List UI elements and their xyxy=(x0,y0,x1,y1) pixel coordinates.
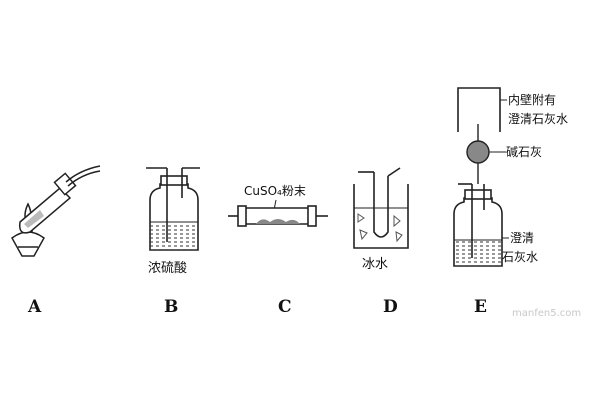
label-E-bottle-1: 澄清 xyxy=(510,230,534,245)
label-C-reagent: CuSO₄粉末 xyxy=(244,184,306,198)
apparatus-E: 内壁附有 澄清石灰水 碱石灰 澄清 石灰水 E xyxy=(453,87,568,317)
label-E-tube: 碱石灰 xyxy=(506,145,542,159)
u-tube-D xyxy=(358,167,401,238)
label-E-beaker-2: 澄清石灰水 xyxy=(508,111,568,126)
soda-lime-tube-E xyxy=(466,124,490,184)
label-D-reagent: 冰水 xyxy=(362,257,388,272)
test-tube-A xyxy=(18,165,101,234)
apparatus-D: 冰水 D xyxy=(353,167,409,317)
label-E: E xyxy=(474,297,487,317)
wash-bottle-B xyxy=(146,167,200,251)
glass-tube-C xyxy=(228,205,328,227)
apparatus-A: A xyxy=(11,165,101,317)
wash-bottle-E xyxy=(453,183,503,267)
label-E-beaker-1: 内壁附有 xyxy=(508,92,556,107)
label-D: D xyxy=(383,297,398,317)
watermark: manfen5.com xyxy=(512,308,581,319)
label-A: A xyxy=(27,297,42,317)
label-E-bottle-2: 石灰水 xyxy=(502,250,538,264)
inverted-beaker-E xyxy=(457,87,501,132)
label-B: B xyxy=(164,297,178,317)
label-C: C xyxy=(278,297,292,317)
label-B-reagent: 浓硫酸 xyxy=(148,261,187,276)
apparatus-C: CuSO₄粉末 C xyxy=(228,184,328,317)
apparatus-B: 浓硫酸 B xyxy=(146,167,200,317)
beaker-D xyxy=(353,184,409,249)
